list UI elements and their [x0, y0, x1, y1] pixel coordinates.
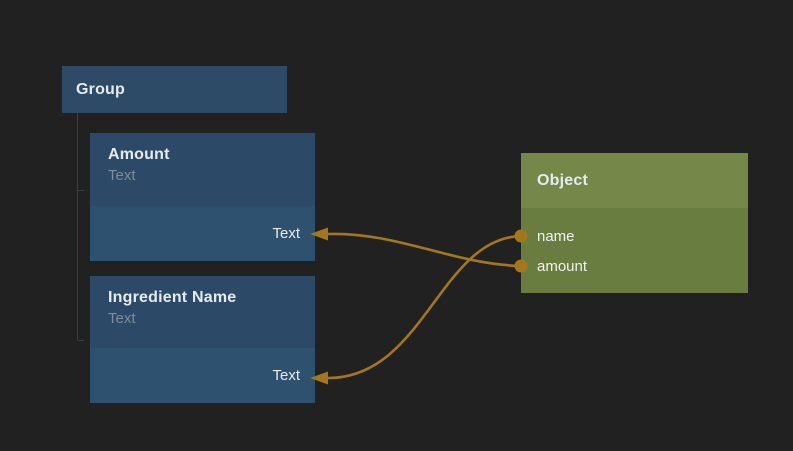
- amount-input-socket-label: Text: [272, 225, 300, 242]
- object-node-title: Object: [537, 171, 588, 189]
- object-amount-port-dot[interactable]: [514, 259, 528, 273]
- group-node-title: Group: [76, 80, 125, 98]
- wire-object-name-to-ingredient-text[interactable]: [326, 234, 523, 380]
- object-name-port-dot[interactable]: [514, 229, 528, 243]
- object-output-row-amount[interactable]: amount: [521, 251, 748, 281]
- node-ingredient-name[interactable]: Ingredient Name Text Text: [90, 276, 315, 403]
- amount-node-subtitle: Text: [108, 167, 136, 184]
- amount-node-header: Amount Text: [90, 133, 315, 206]
- amount-text-input-socket[interactable]: Text: [90, 206, 315, 261]
- object-output-name-label: name: [537, 227, 575, 245]
- object-output-row-name[interactable]: name: [521, 221, 748, 251]
- wire-object-amount-to-amount-text[interactable]: [326, 232, 523, 268]
- ingredient-node-subtitle: Text: [108, 310, 136, 327]
- tree-connector-tick-ingredient: [78, 340, 84, 341]
- object-output-amount-label: amount: [537, 257, 588, 275]
- node-amount[interactable]: Amount Text Text: [90, 133, 315, 261]
- object-node-header: Object: [521, 153, 748, 208]
- node-object[interactable]: Object name amount: [521, 153, 748, 293]
- node-group[interactable]: Group: [62, 66, 287, 113]
- ingredient-node-title: Ingredient Name: [108, 289, 237, 306]
- tree-connector-tick-amount: [78, 190, 84, 191]
- tree-connector-line: [77, 113, 78, 340]
- ingredient-node-header: Ingredient Name Text: [90, 276, 315, 348]
- ingredient-input-socket-label: Text: [272, 367, 300, 384]
- ingredient-text-input-socket[interactable]: Text: [90, 348, 315, 403]
- object-node-body: name amount: [521, 208, 748, 293]
- amount-node-title: Amount: [108, 146, 170, 163]
